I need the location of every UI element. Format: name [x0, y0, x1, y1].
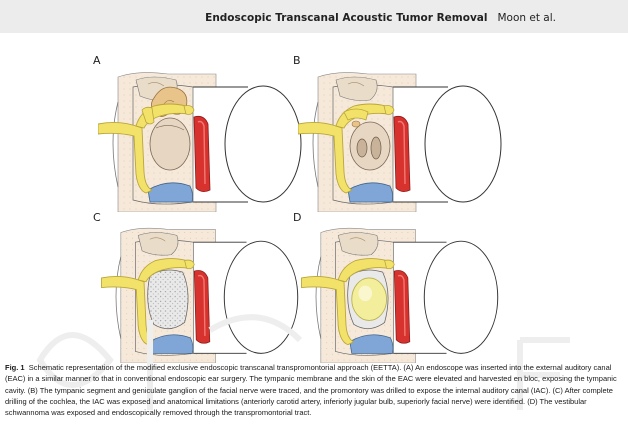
promontory	[149, 117, 191, 171]
figure-caption: Fig. 1 Schematic representation of the m…	[5, 362, 619, 418]
illustration-panel-a	[98, 71, 302, 212]
illustration-panel-b	[298, 71, 502, 212]
running-head: Endoscopic Transcanal Acoustic Tumor Rem…	[205, 12, 556, 24]
internal-auditory-canal	[147, 269, 189, 330]
illustration-panel-c	[101, 227, 299, 363]
running-authors: Moon et al.	[497, 12, 556, 24]
geniculate-ganglion	[343, 108, 369, 121]
running-title: Endoscopic Transcanal Acoustic Tumor Rem…	[205, 12, 488, 24]
illustration-panel-d	[301, 227, 499, 363]
caption-text: Schematic representation of the modified…	[5, 363, 617, 418]
panel-label-d: D	[293, 211, 302, 224]
panel-label-a: A	[93, 54, 101, 67]
figure-label: Fig. 1	[5, 363, 25, 372]
promontory	[349, 121, 391, 171]
panel-label-c: C	[93, 211, 101, 224]
header-band	[0, 0, 628, 33]
panel-label-b: B	[293, 54, 301, 67]
